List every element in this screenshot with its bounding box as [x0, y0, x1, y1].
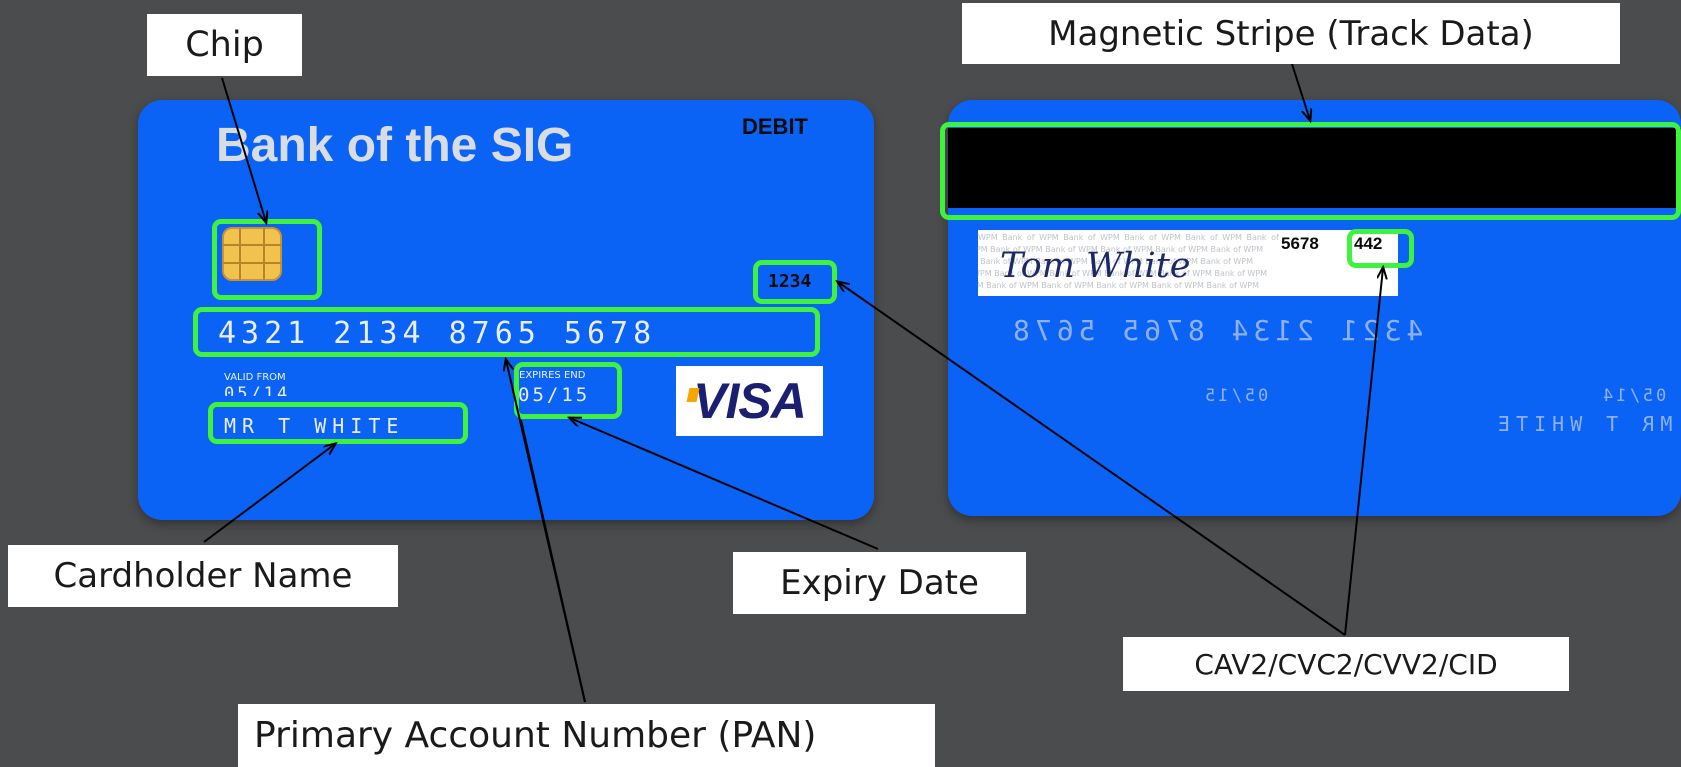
arrow-cvv-front [838, 282, 1346, 636]
cvv-label: CAV2/CVC2/CVV2/CID [1123, 637, 1569, 691]
last-four-highlight [753, 260, 837, 304]
signature-pattern-5: WPM Bank of WPM Bank of WPM Bank of WPM … [978, 281, 1259, 290]
valid-from-date: 05/14 [224, 384, 291, 396]
last-four-digits: 1234 [768, 271, 812, 292]
cardholder-name-highlight [208, 402, 468, 444]
expires-label: EXPIRES END [519, 370, 586, 381]
arrow-expiry [570, 418, 879, 550]
signature-digits: 5678 [1281, 234, 1319, 254]
signature-text: Tom White [1000, 246, 1191, 286]
arrow-pan-expiry [520, 419, 586, 703]
card-number-highlight [193, 307, 820, 357]
card-type: DEBIT [742, 114, 808, 139]
arrow-cvv-back [1344, 268, 1383, 636]
arrow-magstripe [1291, 63, 1310, 120]
expiry-date: 05/15 [518, 384, 591, 406]
pan-label: Primary Account Number (PAN) [238, 704, 935, 767]
expiry-label: Expiry Date [733, 552, 1026, 614]
chip-label: Chip [147, 14, 302, 76]
arrow-chip [221, 77, 266, 222]
card-back: WPM Bank of WPM Bank of WPM Bank of WPM … [948, 100, 1681, 516]
bank-name: Bank of the SIG [216, 119, 574, 172]
visa-logo-text: VISA [693, 373, 807, 429]
signature-pattern: WPM Bank of WPM Bank of WPM Bank of WPM … [978, 233, 1303, 242]
magnetic-stripe [948, 128, 1681, 208]
card-number: 4321 2134 8765 5678 [218, 316, 657, 351]
magstripe-label: Magnetic Stripe (Track Data) [962, 3, 1620, 64]
valid-from-label: VALID FROM [224, 372, 286, 383]
expiry-highlight [514, 362, 622, 419]
signature-pattern-4: WPM Bank of WPM Bank of WPM Bank of WPM … [978, 269, 1267, 278]
cardholder-name: MR T WHITE [224, 414, 405, 438]
cvv-code: 442 [1354, 234, 1383, 254]
arrow-cardholder [203, 444, 335, 543]
chip-icon [222, 227, 282, 281]
signature-panel: WPM Bank of WPM Bank of WPM Bank of WPM … [978, 230, 1398, 296]
signature-pattern-3: WPM Bank of WPM Bank of WPM Bank of WPM … [978, 257, 1253, 266]
signature-pattern-2: WPM Bank of WPM Bank of WPM Bank of WPM … [978, 245, 1263, 254]
visa-logo: VISA [676, 366, 823, 436]
magnetic-stripe-highlight [940, 122, 1681, 220]
cardholder-label: Cardholder Name [8, 545, 398, 607]
